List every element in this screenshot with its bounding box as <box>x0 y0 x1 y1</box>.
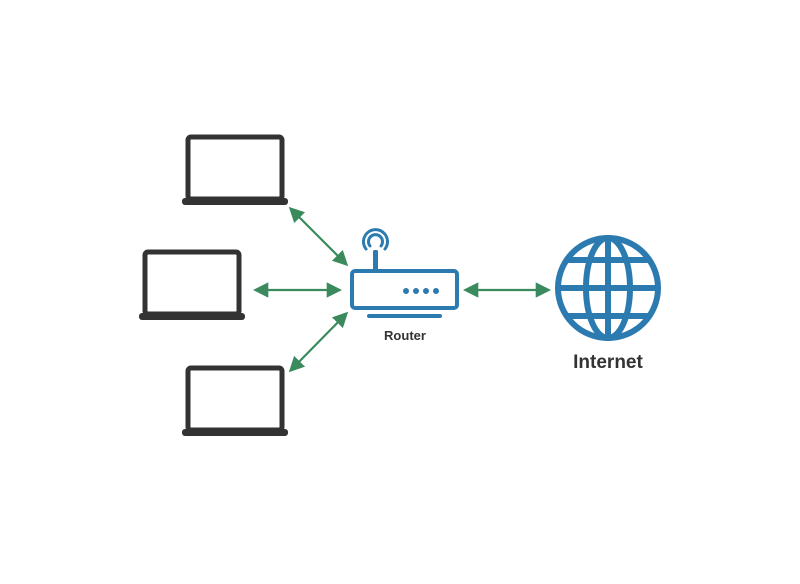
router-led <box>403 288 409 294</box>
router-label: Router <box>384 328 426 343</box>
connection-arrow <box>288 311 349 373</box>
wifi-signal-icon <box>362 228 389 251</box>
internet-label: Internet <box>573 352 643 373</box>
router-led <box>413 288 419 294</box>
router-led <box>423 288 429 294</box>
laptop-icon <box>182 134 288 205</box>
router-icon <box>350 228 459 318</box>
laptop-icon <box>182 365 288 436</box>
router-led <box>433 288 439 294</box>
laptop-icon <box>139 249 245 320</box>
globe-icon <box>555 235 661 341</box>
connection-arrow <box>288 206 349 267</box>
